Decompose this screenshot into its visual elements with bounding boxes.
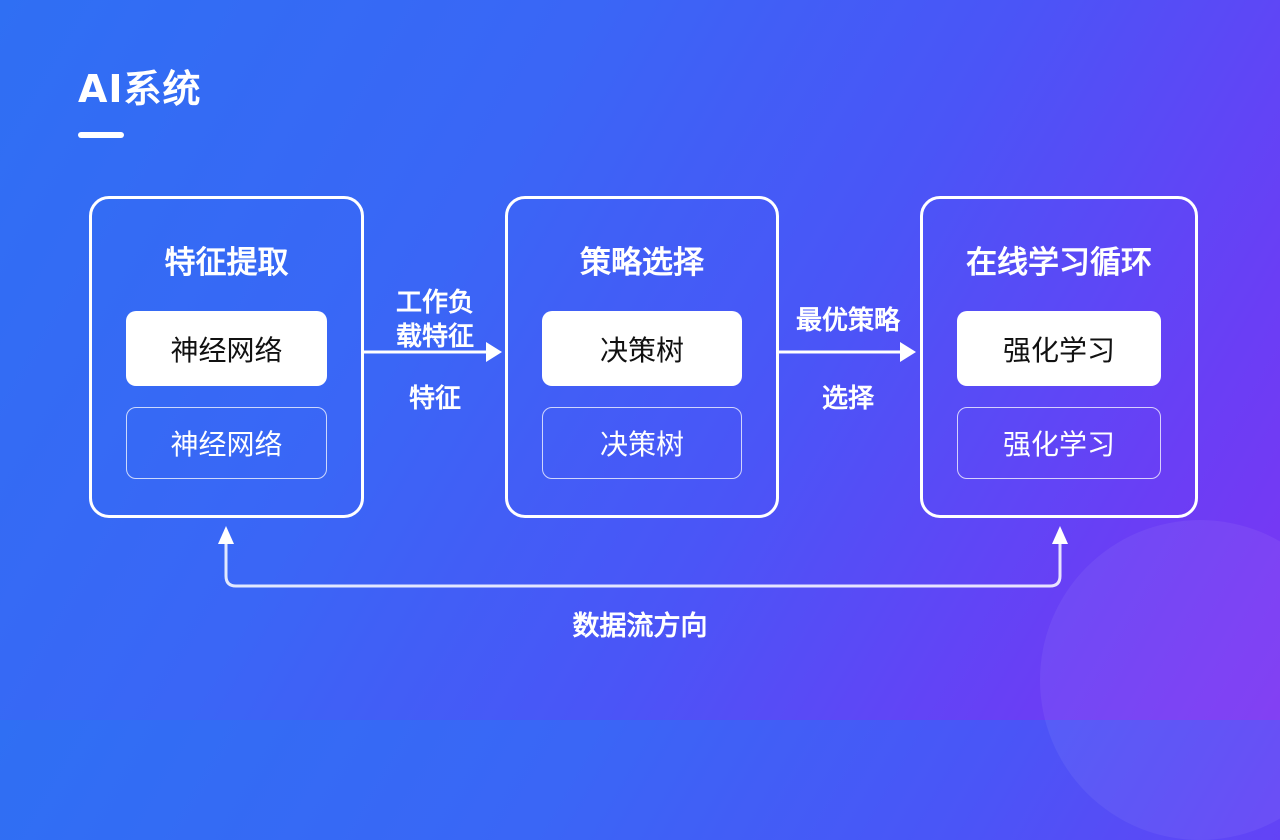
feedback-loop-line [224, 540, 1062, 588]
edge-label-above: 最优策略 [795, 306, 900, 336]
secondary-method-chip: 强化学习 [957, 407, 1161, 479]
arrow-head-icon [486, 342, 502, 362]
stage-online-learning-loop: 在线学习循环 强化学习 强化学习 [920, 196, 1198, 518]
stage-title: 在线学习循环 [966, 245, 1152, 281]
arrow-up-icon [218, 526, 234, 544]
stage-feature-extraction: 特征提取 神经网络 神经网络 [89, 196, 364, 518]
edge-label-line: 载特征 [395, 322, 474, 352]
page-title: AI系统 [78, 67, 202, 111]
stage-strategy-selection: 策略选择 决策树 决策树 [505, 196, 779, 518]
edge-label-above: 工作负 载特征 [370, 286, 500, 354]
edge-label-line: 工作负 [395, 288, 474, 318]
connector-lines [0, 0, 1280, 720]
arrow-up-icon [1052, 526, 1068, 544]
edge-label-below: 选择 [821, 384, 874, 414]
primary-method-chip: 强化学习 [957, 311, 1161, 386]
stage-title: 特征提取 [164, 245, 289, 281]
stage-title: 策略选择 [580, 245, 704, 281]
primary-method-chip: 神经网络 [126, 311, 327, 386]
arrow-head-icon [900, 342, 916, 362]
secondary-method-chip: 决策树 [542, 407, 742, 479]
primary-method-chip: 决策树 [542, 311, 742, 386]
feedback-label: 数据流方向 [572, 611, 708, 642]
edge-label-below: 特征 [408, 384, 461, 414]
title-underline [78, 132, 124, 138]
secondary-method-chip: 神经网络 [126, 407, 327, 479]
